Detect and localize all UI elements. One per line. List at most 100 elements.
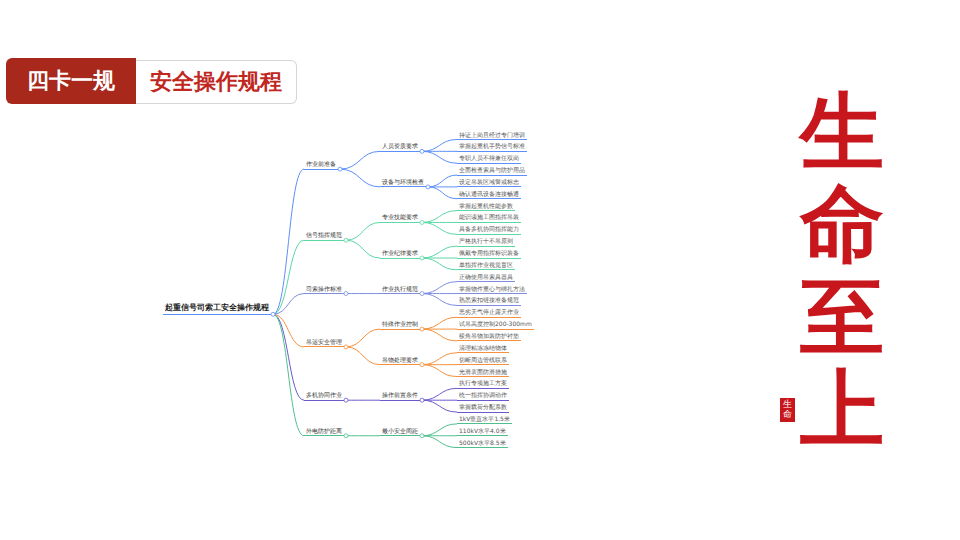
branch-connector bbox=[428, 187, 457, 199]
node-text: 全面检查索具与防护用品 bbox=[459, 166, 525, 173]
branch-connector bbox=[422, 294, 457, 306]
node-text: 佩戴专用指挥标识装备 bbox=[459, 249, 519, 256]
leaf-item: 确认通讯设备连接畅通 bbox=[457, 190, 521, 200]
leaf-item: 佩戴专用指挥标识装备 bbox=[457, 249, 521, 259]
junction-dot bbox=[420, 434, 424, 438]
branch-connector bbox=[422, 424, 457, 436]
node-text: 起重信号司索工安全操作规程 bbox=[165, 303, 269, 312]
branch-topic: 多机协同作业 bbox=[304, 391, 344, 401]
leaf-item: 严格执行十不吊原则 bbox=[457, 237, 515, 247]
leaf-item: 掌握物件重心与绑扎方法 bbox=[457, 285, 527, 295]
leaf-item: 试吊高度控制200-300mm bbox=[457, 320, 534, 330]
junction-dot bbox=[338, 167, 342, 171]
junction-dot bbox=[344, 398, 348, 402]
branch-connector bbox=[422, 258, 457, 270]
leaf-item: 110kV水平4.0米 bbox=[457, 427, 508, 437]
branch-connector bbox=[428, 175, 457, 187]
branch-connector bbox=[422, 329, 457, 341]
sub-topic: 特殊作业控制 bbox=[380, 320, 420, 330]
leaf-item: 掌握载荷分配系数 bbox=[457, 403, 509, 413]
node-text: 最小安全间距 bbox=[382, 427, 418, 434]
branch-connector bbox=[422, 365, 457, 377]
branch-connector bbox=[422, 388, 457, 400]
junction-dot bbox=[344, 345, 348, 349]
branch-topic: 司索操作标准 bbox=[304, 285, 344, 295]
node-text: 安全操作规程 bbox=[150, 67, 282, 97]
branch-connector bbox=[422, 246, 457, 258]
node-text: 掌握起重机手势信号标准 bbox=[459, 142, 525, 149]
node-text: 多机协同作业 bbox=[306, 391, 342, 398]
sub-topic: 吊物处理要求 bbox=[380, 356, 420, 366]
junction-dot bbox=[420, 220, 424, 224]
leaf-item: 棱角吊物加装防护衬垫 bbox=[457, 332, 521, 342]
section-title-box: 安全操作规程 bbox=[136, 60, 297, 104]
branch-connector bbox=[273, 240, 304, 314]
branch-connector bbox=[340, 169, 380, 187]
branch-connector bbox=[422, 353, 457, 365]
branch-connector bbox=[273, 314, 304, 400]
leaf-item: 1kV垂直水平1.5米 bbox=[457, 415, 512, 425]
leaf-item: 能识读施工图指挥吊装 bbox=[457, 213, 521, 223]
seal-stamp: 生命 bbox=[780, 398, 795, 422]
leaf-item: 熟悉索扣链接准备规范 bbox=[457, 296, 521, 306]
node-text: 切断周边管线联系 bbox=[459, 356, 507, 363]
branch-connector bbox=[422, 282, 457, 294]
leaf-item: 光滑表面防滑措施 bbox=[457, 368, 509, 378]
branch-topic: 作业前准备 bbox=[304, 160, 338, 170]
sub-topic: 专业技能要求 bbox=[380, 213, 420, 223]
branch-connector bbox=[422, 317, 457, 329]
branch-connector bbox=[346, 240, 380, 258]
branch-connector bbox=[422, 222, 457, 234]
leaf-item: 掌握起重机手势信号标准 bbox=[457, 142, 527, 152]
node-text: 1kV垂直水平1.5米 bbox=[459, 415, 510, 422]
node-text: 110kV水平4.0米 bbox=[459, 427, 506, 434]
sub-topic: 作业纪律要求 bbox=[380, 249, 420, 259]
node-text: 特殊作业控制 bbox=[382, 320, 418, 327]
node-text: 外电防护距离 bbox=[306, 427, 342, 434]
calligraphy-slogan: 生命至上 bbox=[800, 86, 884, 456]
node-text: 司索操作标准 bbox=[306, 285, 342, 292]
node-text: 单指挥作业视觉盲区 bbox=[459, 261, 513, 268]
branch-connector bbox=[422, 151, 457, 163]
node-text: 正确使用吊索具器具 bbox=[459, 273, 513, 280]
node-text: 操作前置条件 bbox=[382, 391, 418, 398]
node-text: 作业执行规范 bbox=[382, 285, 418, 292]
node-text: 具备多机协同指挥能力 bbox=[459, 225, 519, 232]
sub-topic: 操作前置条件 bbox=[380, 391, 420, 401]
node-text: 人员资质要求 bbox=[382, 142, 418, 149]
node-text: 掌握物件重心与绑扎方法 bbox=[459, 285, 525, 292]
leaf-item: 执行专项施工方案 bbox=[457, 379, 509, 389]
branch-topic: 吊运安全管理 bbox=[304, 338, 344, 348]
node-text: 试吊高度控制200-300mm bbox=[459, 320, 532, 327]
leaf-item: 正确使用吊索具器具 bbox=[457, 273, 515, 283]
node-text: 统一指挥协调动作 bbox=[459, 391, 507, 398]
node-text: 清理粘冻冻结物体 bbox=[459, 344, 507, 351]
branch-topic: 外电防护距离 bbox=[304, 427, 344, 437]
node-text: 专业技能要求 bbox=[382, 213, 418, 220]
node-text: 专职人员不得兼任双岗 bbox=[459, 154, 519, 161]
junction-dot bbox=[420, 398, 424, 402]
branch-connector bbox=[346, 222, 380, 240]
node-text: 设定吊装区域警戒标志 bbox=[459, 178, 519, 185]
branch-connector bbox=[422, 211, 457, 223]
junction-dot bbox=[344, 434, 348, 438]
node-text: 掌握载荷分配系数 bbox=[459, 403, 507, 410]
node-text: 执行专项施工方案 bbox=[459, 379, 507, 386]
leaf-item: 掌握起重机性能参数 bbox=[457, 202, 515, 212]
leaf-item: 清理粘冻冻结物体 bbox=[457, 344, 509, 354]
node-text: 设备与环境检查 bbox=[382, 178, 424, 185]
branch-connector bbox=[346, 400, 380, 401]
branch-connector bbox=[346, 347, 380, 365]
sub-topic: 最小安全间距 bbox=[380, 427, 420, 437]
junction-dot bbox=[420, 149, 424, 153]
node-text: 持证上岗且经过专门培训 bbox=[459, 131, 525, 138]
leaf-item: 设定吊装区域警戒标志 bbox=[457, 178, 521, 188]
node-text: 作业前准备 bbox=[306, 160, 336, 167]
node-text: 恶劣天气停止露天作业 bbox=[459, 308, 519, 315]
mindmap-root: 起重信号司索工安全操作规程 bbox=[163, 303, 271, 314]
branch-connector bbox=[273, 169, 304, 314]
node-text: 500kV水平8.5米 bbox=[459, 439, 506, 446]
sub-topic: 人员资质要求 bbox=[380, 142, 420, 152]
node-text: 四卡一规 bbox=[27, 66, 115, 96]
